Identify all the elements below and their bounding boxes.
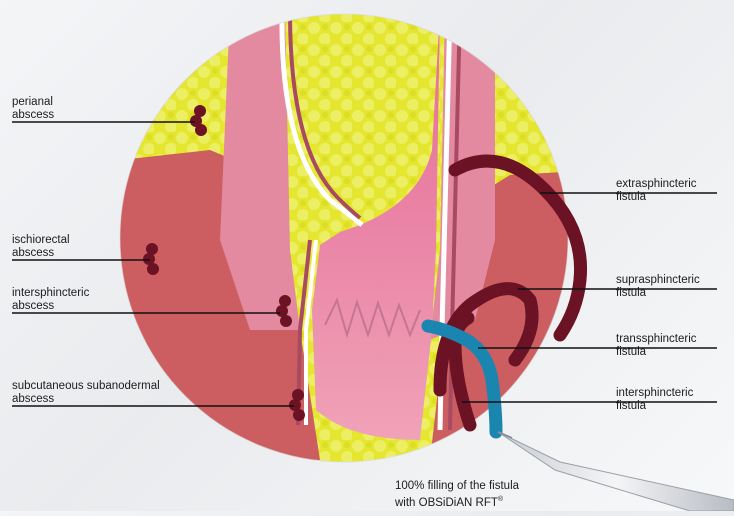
product-caption: 100% filling of the fistula with OBSiDiA… [395, 480, 519, 510]
injection-needle [498, 432, 734, 511]
cross-section [100, 0, 600, 511]
